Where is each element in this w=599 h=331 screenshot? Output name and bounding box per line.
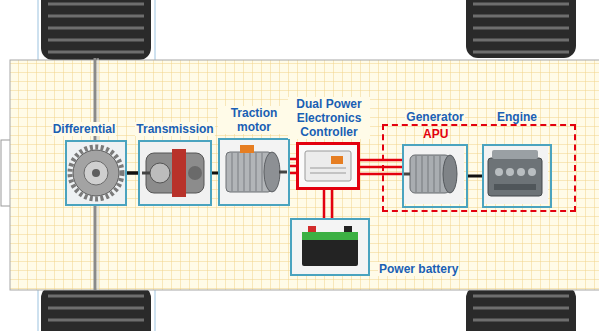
component-label: Dual Power Electronics Controller xyxy=(288,97,370,139)
wire-line xyxy=(331,190,334,218)
engine-picture xyxy=(482,144,548,204)
region-label: APU xyxy=(422,127,449,141)
component-box: Traction motor xyxy=(218,138,290,206)
mechanical-shaft xyxy=(468,176,482,177)
electric-connection xyxy=(324,190,332,218)
controller-picture xyxy=(299,145,357,187)
wire-line xyxy=(323,190,326,218)
wire-line xyxy=(360,159,402,162)
wire-line xyxy=(360,173,402,176)
component-label: Traction motor xyxy=(218,106,290,134)
wire-line xyxy=(468,175,482,178)
generator-picture xyxy=(402,144,464,204)
component-label: Power battery xyxy=(378,262,459,276)
component-label: Transmission xyxy=(135,122,214,136)
controller-box: Dual Power Electronics Controller xyxy=(296,142,360,190)
electric-connection xyxy=(360,160,402,174)
component-box: Differential xyxy=(65,140,127,206)
component-box: Generator xyxy=(402,144,468,208)
component-box: Engine xyxy=(482,144,552,208)
component-box: Transmission xyxy=(138,140,212,206)
differential-picture xyxy=(67,142,125,204)
wheel xyxy=(41,0,151,60)
battery-picture xyxy=(292,220,368,274)
wheel xyxy=(41,286,151,331)
traction-motor-picture xyxy=(220,140,288,204)
battery-box: Power battery xyxy=(290,218,370,276)
wheel xyxy=(466,286,576,331)
wire-line xyxy=(360,166,402,169)
component-label: Differential xyxy=(52,122,117,136)
transmission-picture xyxy=(140,142,210,204)
component-label: Generator xyxy=(405,110,464,124)
apu-region: APU GeneratorEngine xyxy=(382,124,576,212)
mechanical-shaft xyxy=(127,173,138,174)
component-label: Engine xyxy=(496,110,538,124)
wheel xyxy=(466,0,576,58)
wire-line xyxy=(127,171,138,175)
